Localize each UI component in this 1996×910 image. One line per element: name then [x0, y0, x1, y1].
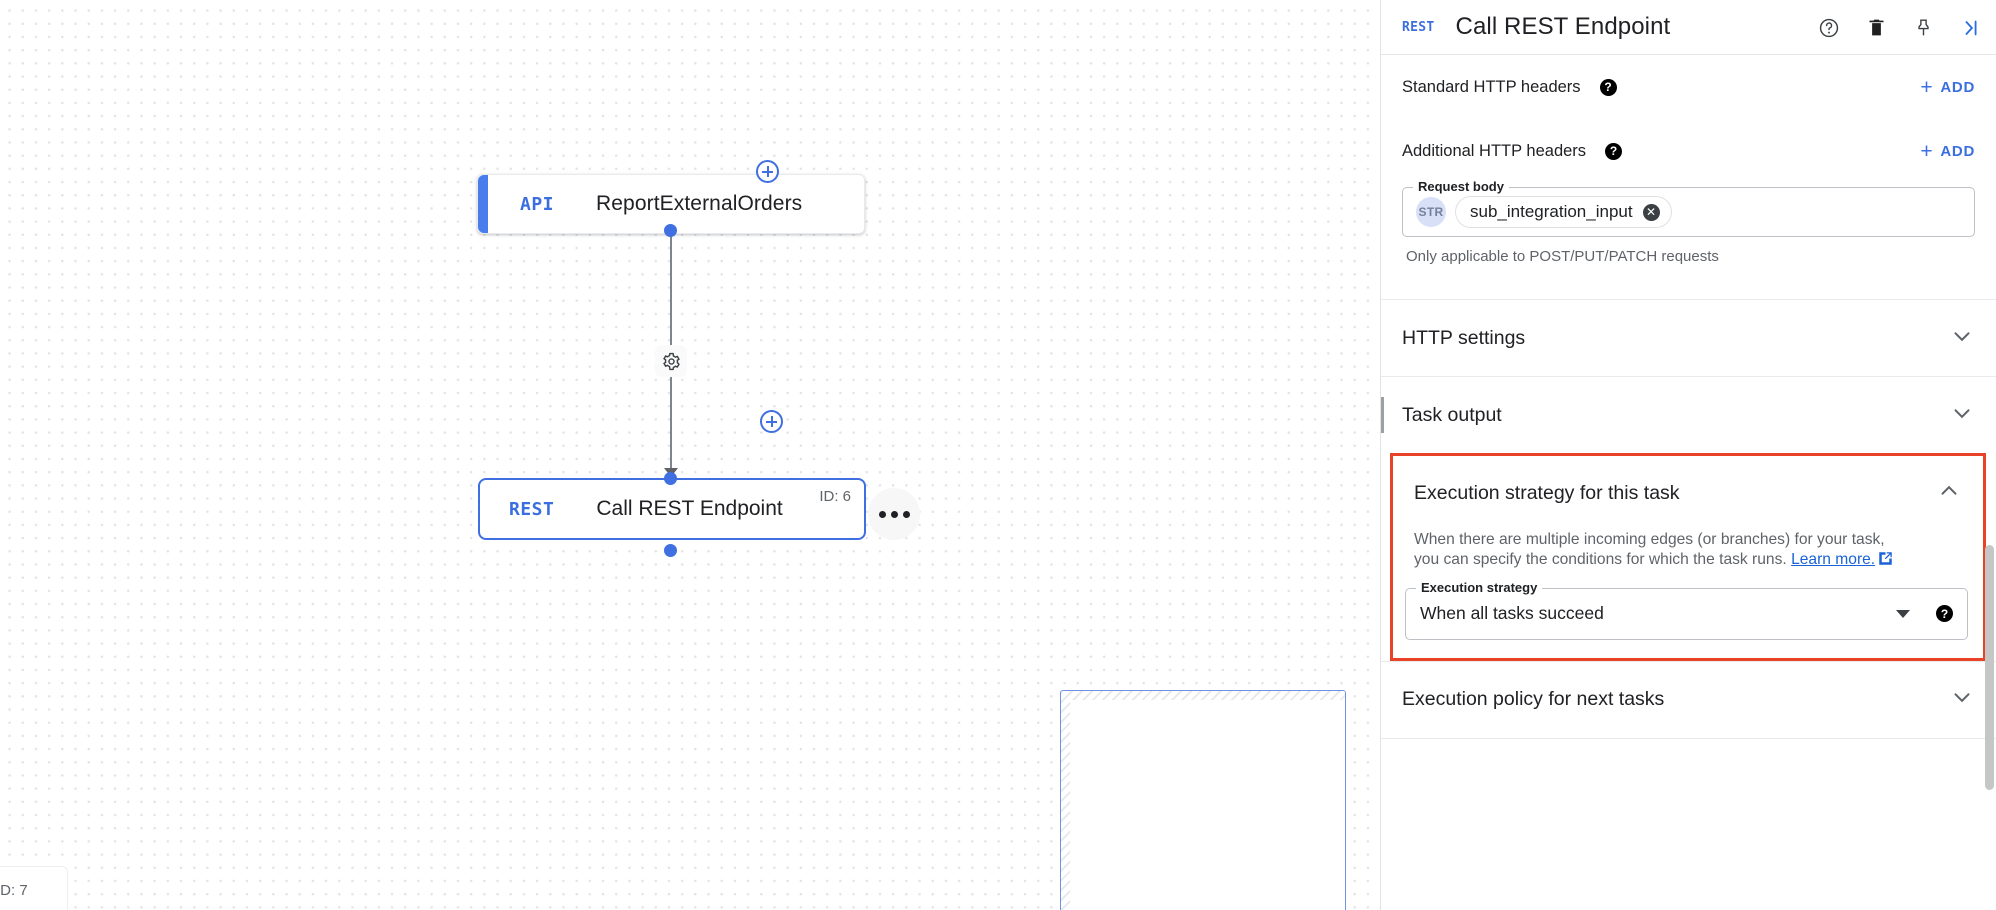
node-output-port-api[interactable]	[664, 224, 677, 237]
node-type-badge-api: API	[520, 193, 555, 215]
execution-strategy-description: When there are multiple incoming edges (…	[1393, 530, 1983, 572]
execution-strategy-selected-value: When all tasks succeed	[1420, 603, 1604, 624]
node-more-options-icon[interactable]	[868, 488, 920, 540]
execution-strategy-description-line1: When there are multiple incoming edges (…	[1414, 531, 1885, 548]
panel-hatch-top	[1061, 691, 1345, 700]
node-accent-bar	[478, 175, 488, 233]
standard-http-headers-row: Standard HTTP headers ? + ADD	[1381, 55, 1996, 119]
delete-icon[interactable]	[1866, 17, 1887, 38]
chevron-down-icon	[1949, 684, 1975, 715]
section-http-settings[interactable]: HTTP settings	[1381, 300, 1996, 376]
node-title-api: ReportExternalOrders	[596, 192, 803, 215]
panel-scrollbar[interactable]	[1983, 55, 1996, 910]
standard-http-headers-label: Standard HTTP headers	[1402, 77, 1581, 96]
page-title: Call REST Endpoint	[1455, 13, 1671, 40]
workflow-canvas[interactable]: ID: 7 API ReportExternalOrders REST Call…	[0, 0, 1380, 910]
standard-http-headers-help-icon[interactable]: ?	[1599, 78, 1617, 96]
request-body-legend: Request body	[1413, 179, 1509, 194]
canvas-empty-state-panel	[1060, 690, 1346, 910]
variable-type-badge: STR	[1416, 197, 1446, 227]
request-body-field[interactable]: Request body STR sub_integration_input ✕	[1402, 179, 1975, 237]
chevron-down-icon	[1949, 323, 1975, 354]
request-body-variable-chip[interactable]: sub_integration_input ✕	[1455, 196, 1672, 228]
execution-strategy-select[interactable]: Execution strategy When all tasks succee…	[1405, 579, 1968, 640]
plus-icon: +	[1920, 75, 1934, 99]
task-config-panel: REST Call REST Endpoint	[1380, 0, 1996, 910]
panel-type-badge: REST	[1402, 19, 1435, 35]
remove-variable-icon[interactable]: ✕	[1642, 203, 1660, 221]
node-id-label-rest: ID: 6	[819, 488, 851, 505]
chevron-up-icon	[1936, 478, 1962, 509]
divider	[1381, 737, 1996, 739]
panel-header-actions	[1818, 0, 1982, 55]
divider	[1381, 376, 1996, 377]
external-link-icon[interactable]	[1878, 551, 1893, 572]
plus-icon: +	[1920, 139, 1934, 163]
node-input-port-rest[interactable]	[664, 472, 677, 485]
chevron-down-icon	[1949, 400, 1975, 431]
node-output-port-rest[interactable]	[664, 544, 677, 557]
panel-header: REST Call REST Endpoint	[1381, 0, 1996, 55]
section-execution-strategy[interactable]: Execution strategy for this task	[1393, 456, 1983, 530]
edge-settings-gear-icon[interactable]	[655, 345, 687, 377]
divider	[1381, 299, 1996, 300]
node-title-rest: Call REST Endpoint	[596, 497, 783, 520]
execution-strategy-description-line2: you can specify the conditions for which…	[1414, 550, 1787, 568]
request-body-variable-label: sub_integration_input	[1470, 202, 1633, 221]
additional-http-headers-row: Additional HTTP headers ? + ADD	[1381, 119, 1996, 183]
panel-scrollbar-thumb[interactable]	[1985, 545, 1994, 790]
clipped-node-id-label: ID: 7	[0, 882, 28, 899]
section-task-output[interactable]: Task output	[1381, 377, 1996, 453]
pin-icon[interactable]	[1913, 17, 1934, 38]
add-node-after-rest-icon[interactable]	[760, 410, 783, 433]
clipped-node-card	[0, 866, 68, 910]
panel-hatch-left	[1061, 691, 1070, 910]
add-node-after-api-icon[interactable]	[756, 160, 779, 183]
learn-more-link[interactable]: Learn more.	[1791, 551, 1875, 568]
section-title-execution-policy: Execution policy for next tasks	[1402, 688, 1665, 711]
chevron-down-icon[interactable]	[1896, 609, 1910, 618]
execution-strategy-select-legend: Execution strategy	[1416, 579, 1543, 595]
additional-http-headers-label: Additional HTTP headers	[1402, 141, 1587, 160]
request-body-field-wrap: Request body STR sub_integration_input ✕	[1381, 179, 1996, 237]
add-additional-header-label: ADD	[1940, 142, 1975, 160]
section-execution-policy[interactable]: Execution policy for next tasks	[1381, 662, 1996, 738]
panel-body: Standard HTTP headers ? + ADD Additional…	[1381, 55, 1996, 910]
node-type-badge-rest: REST	[509, 498, 555, 520]
execution-strategy-help-icon[interactable]: ?	[1936, 605, 1953, 623]
canvas-node-rest[interactable]: REST Call REST Endpoint ID: 6	[478, 478, 866, 540]
help-icon[interactable]	[1818, 17, 1840, 39]
add-additional-http-header-button[interactable]: + ADD	[1920, 141, 1975, 162]
learn-more-label: Learn more.	[1791, 550, 1876, 568]
section-title-execution-strategy: Execution strategy for this task	[1414, 481, 1680, 504]
request-body-helper-text: Only applicable to POST/PUT/PATCH reques…	[1406, 248, 1719, 265]
collapse-panel-icon[interactable]	[1960, 17, 1982, 39]
add-standard-http-header-button[interactable]: + ADD	[1920, 77, 1975, 98]
add-standard-header-label: ADD	[1940, 78, 1975, 96]
execution-strategy-highlight-box: Execution strategy for this task When th…	[1390, 453, 1986, 661]
divider	[1381, 660, 1996, 662]
additional-http-headers-help-icon[interactable]: ?	[1605, 142, 1623, 160]
section-focus-marker	[1381, 397, 1384, 433]
section-title-http-settings: HTTP settings	[1402, 326, 1526, 349]
section-title-task-output: Task output	[1402, 403, 1502, 426]
